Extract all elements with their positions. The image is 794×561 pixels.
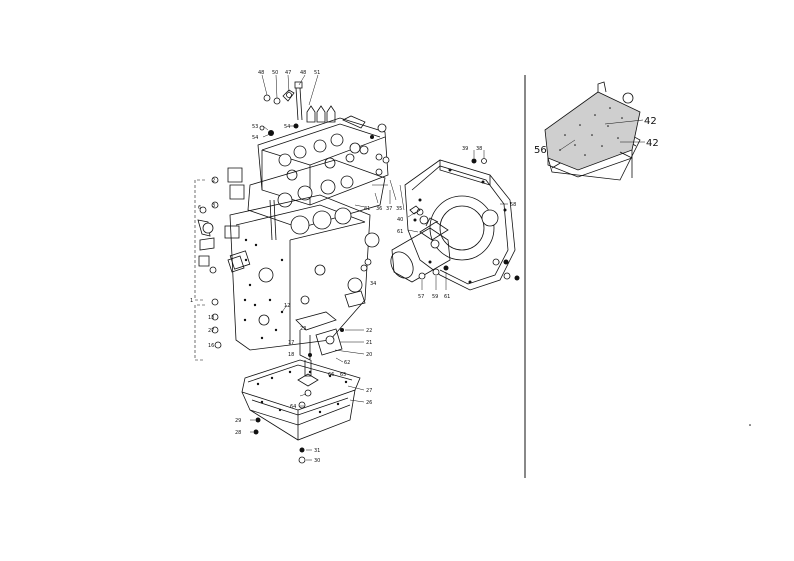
callout-labels: 48 50 47 48 51 53 54 54 39 38 58 41 36 3… bbox=[190, 70, 516, 464]
callout-51: 51 bbox=[314, 70, 320, 76]
callout-47: 47 bbox=[285, 70, 291, 76]
callout-29: 29 bbox=[235, 418, 241, 424]
callout-27b: 27 bbox=[208, 328, 214, 334]
callout-48b: 48 bbox=[300, 70, 306, 76]
callout-57: 57 bbox=[418, 294, 424, 300]
inset-callout-42a: 42 bbox=[644, 116, 657, 127]
callout-28: 28 bbox=[235, 430, 241, 436]
callout-20: 20 bbox=[366, 352, 372, 358]
inset-callout-56: 56 bbox=[534, 145, 547, 156]
callout-53: 53 bbox=[252, 124, 258, 130]
callout-35: 35 bbox=[396, 206, 402, 212]
callout-66: 66 bbox=[328, 372, 334, 378]
inset-texture-dots bbox=[559, 107, 623, 156]
callout-12: 12 bbox=[284, 303, 290, 309]
left-group-bracket bbox=[194, 176, 222, 361]
engine-block bbox=[224, 167, 371, 351]
starter-motor bbox=[389, 179, 451, 290]
callout-13: 13 bbox=[208, 315, 214, 321]
callout-27: 27 bbox=[366, 388, 372, 394]
inset-gasket-stack: 42 56 42 bbox=[534, 81, 659, 181]
callout-16: 16 bbox=[208, 343, 214, 349]
callout-58: 58 bbox=[510, 202, 516, 208]
callout-38: 38 bbox=[476, 146, 482, 152]
stray-mark bbox=[749, 424, 751, 426]
callout-41: 41 bbox=[364, 206, 370, 212]
flywheel-housing bbox=[404, 150, 520, 291]
callout-54: 54 bbox=[252, 135, 258, 141]
oil-pan bbox=[241, 359, 361, 464]
inset-callout-42b: 42 bbox=[646, 138, 659, 149]
callout-22: 22 bbox=[366, 328, 372, 334]
callout-3: 3 bbox=[212, 203, 215, 209]
callout-50: 50 bbox=[272, 70, 278, 76]
callout-65: 65 bbox=[340, 372, 346, 378]
callout-18: 18 bbox=[288, 352, 294, 358]
callout-61b: 61 bbox=[444, 294, 450, 300]
callout-36: 36 bbox=[376, 206, 382, 212]
callout-40: 40 bbox=[397, 217, 403, 223]
callout-37: 37 bbox=[386, 206, 392, 212]
lower-block-parts bbox=[295, 232, 380, 377]
head-top-hardware bbox=[259, 74, 336, 136]
head-gasket bbox=[247, 159, 386, 241]
callout-31: 31 bbox=[314, 448, 320, 454]
callout-6: 6 bbox=[198, 205, 201, 211]
callout-62: 62 bbox=[344, 360, 350, 366]
callout-64: 64 bbox=[290, 404, 296, 410]
callout-21: 21 bbox=[366, 340, 372, 346]
callout-48: 48 bbox=[258, 70, 264, 76]
cylinder-head bbox=[257, 115, 390, 206]
callout-30: 30 bbox=[314, 458, 320, 464]
callout-2: 2 bbox=[212, 178, 215, 184]
callout-59: 59 bbox=[432, 294, 438, 300]
callout-34: 34 bbox=[370, 281, 376, 287]
callout-17: 17 bbox=[288, 340, 294, 346]
callout-54b: 54 bbox=[284, 124, 290, 130]
callout-61: 61 bbox=[397, 229, 403, 235]
leader-lines bbox=[250, 125, 508, 461]
callout-39: 39 bbox=[462, 146, 468, 152]
callout-26: 26 bbox=[366, 400, 372, 406]
callout-23: 23 bbox=[300, 326, 306, 332]
callout-1: 1 bbox=[190, 298, 193, 304]
